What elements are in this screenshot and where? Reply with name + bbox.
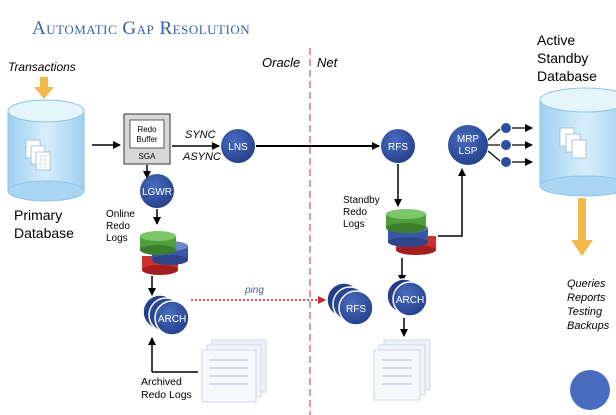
sga-box (123, 113, 171, 165)
arch-primary-label: ARCH (158, 314, 186, 325)
rfs-top-node (381, 129, 415, 163)
mrp-lsp-node (448, 125, 488, 165)
arch-standby-label: ARCH (396, 295, 424, 306)
rfs-top-label: RFS (388, 142, 408, 153)
rfs-bottom-node (326, 282, 374, 326)
use-reports: Reports (567, 292, 606, 304)
sga-label: SGA (139, 152, 157, 161)
diagram-title: Automatic Gap Resolution (32, 18, 250, 39)
online-logs-label-line1: Online (106, 209, 135, 220)
mrp-label: MRP (457, 134, 480, 145)
ping-label: ping (244, 285, 264, 296)
primary-db-label-line2: Database (14, 225, 74, 241)
lgwr-label: LGWR (142, 187, 172, 198)
archived-logs-label-line1: Archived (141, 376, 182, 388)
lns-node (221, 129, 255, 163)
archived-logs-icon (201, 339, 267, 403)
arch-primary-node (142, 294, 190, 336)
standby-logs-label-line2: Redo (343, 207, 367, 218)
standby-archived-logs-icon (373, 339, 431, 401)
sync-label: SYNC (185, 129, 216, 141)
redo-buffer-label-line2: Buffer (136, 135, 158, 144)
rfs-bottom-label: RFS (346, 304, 366, 315)
oracle-label: Oracle (262, 55, 300, 70)
active-standby-label-line1: Active (537, 32, 575, 48)
active-standby-label-line3: Database (537, 68, 597, 84)
online-redo-logs-icon (140, 231, 188, 275)
apply-fanout (487, 123, 533, 167)
lgwr-node (140, 174, 174, 208)
corner-decoration (570, 370, 610, 410)
standby-redo-logs-icon (386, 209, 436, 255)
logs-to-mrp-arrow (438, 168, 466, 237)
use-backups: Backups (567, 320, 610, 332)
standby-logs-label-line3: Logs (343, 219, 365, 230)
arch-standby-node (386, 278, 428, 317)
async-label: ASYNC (182, 151, 221, 163)
online-logs-label-line3: Logs (106, 233, 128, 244)
primary-database-icon (7, 99, 85, 202)
transactions-label: Transactions (8, 60, 76, 74)
redo-buffer-label-line1: Redo (137, 125, 157, 134)
standby-database-icon (539, 87, 616, 197)
standby-logs-label-line1: Standby (343, 195, 380, 206)
transactions-arrow-icon (34, 77, 54, 99)
archived-logs-label-line2: Redo Logs (141, 389, 192, 401)
online-logs-label-line2: Redo (106, 221, 130, 232)
net-label: Net (317, 55, 339, 70)
use-testing: Testing (567, 306, 603, 318)
primary-db-label-line1: Primary (14, 207, 62, 223)
lns-label: LNS (228, 142, 248, 153)
active-standby-label-line2: Standby (537, 50, 588, 66)
lsp-label: LSP (459, 146, 478, 157)
use-queries: Queries (567, 278, 606, 290)
output-arrow-icon (571, 198, 593, 256)
